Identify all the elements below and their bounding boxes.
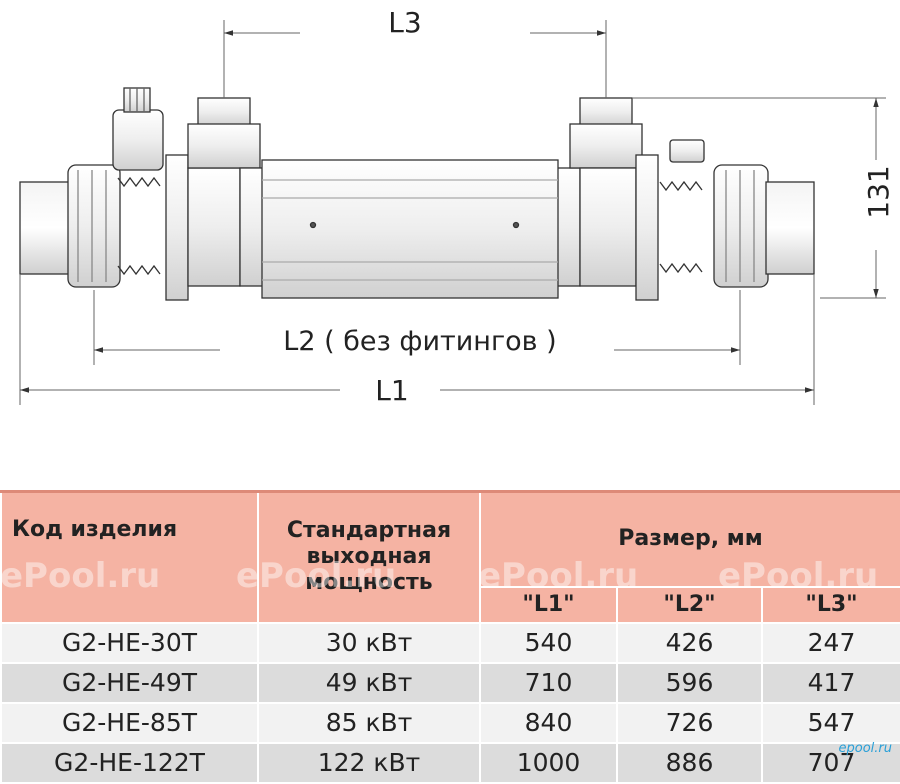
right-spring-bottom xyxy=(659,262,703,274)
header-l1: "L1" xyxy=(479,585,618,624)
header-l2: "L2" xyxy=(616,585,763,624)
cell-l2: 426 xyxy=(616,621,763,664)
header-l3: "L3" xyxy=(761,585,900,624)
cell-l1: 840 xyxy=(479,701,618,744)
header-size: Размер, мм xyxy=(479,490,900,588)
table-row: G2-HE-85T 85 кВт 840 726 547 xyxy=(0,701,900,744)
right-sensor xyxy=(669,139,705,163)
heat-exchanger-drawing: L3 131 L2 ( без фитингов ) L1 xyxy=(19,6,895,407)
cell-power: 30 кВт xyxy=(257,621,481,664)
cell-l2: 596 xyxy=(616,661,763,704)
heat-exchanger-body xyxy=(19,87,815,301)
dim-label-l1: L1 xyxy=(375,374,408,407)
dim-label-height: 131 xyxy=(862,165,895,218)
spec-table: Код изделия Стандартная выходная мощност… xyxy=(0,490,900,784)
cell-power: 49 кВт xyxy=(257,661,481,704)
dim-label-l3: L3 xyxy=(388,6,421,39)
inlet-port xyxy=(197,97,251,127)
dim-label-l2: L2 ( без фитингов ) xyxy=(283,326,556,357)
right-pipe xyxy=(765,181,815,275)
cell-code: G2-HE-30T xyxy=(0,621,259,664)
right-union-nut xyxy=(713,164,769,288)
cell-code: G2-HE-85T xyxy=(0,701,259,744)
cell-l2: 886 xyxy=(616,741,763,784)
left-flange xyxy=(165,154,189,301)
left-spring-bottom xyxy=(117,264,161,276)
dimension-lines xyxy=(19,20,886,405)
left-spring-top xyxy=(117,176,161,188)
table-row: G2-HE-49T 49 кВт 710 596 417 xyxy=(0,661,900,704)
left-sensor xyxy=(112,109,164,171)
right-flange xyxy=(635,154,659,301)
cell-l1: 1000 xyxy=(479,741,618,784)
cell-l3: 417 xyxy=(761,661,900,704)
table-row: G2-HE-122T 122 кВт 1000 886 707 xyxy=(0,741,900,784)
left-union-nut xyxy=(67,164,121,288)
cell-power: 85 кВт xyxy=(257,701,481,744)
header-power: Стандартная выходная мощность xyxy=(257,490,481,624)
outlet-port xyxy=(579,97,633,127)
cell-l1: 540 xyxy=(479,621,618,664)
right-spring-top xyxy=(659,180,703,192)
site-logo: epool.ru xyxy=(838,741,893,756)
cell-l3: 247 xyxy=(761,621,900,664)
cell-l1: 710 xyxy=(479,661,618,704)
cell-code: G2-HE-122T xyxy=(0,741,259,784)
left-pipe xyxy=(19,181,73,275)
cell-l2: 726 xyxy=(616,701,763,744)
cell-l3: 547 xyxy=(761,701,900,744)
cell-power: 122 кВт xyxy=(257,741,481,784)
table-row: G2-HE-30T 30 кВт 540 426 247 xyxy=(0,621,900,664)
cell-code: G2-HE-49T xyxy=(0,661,259,704)
header-code: Код изделия xyxy=(0,490,259,624)
